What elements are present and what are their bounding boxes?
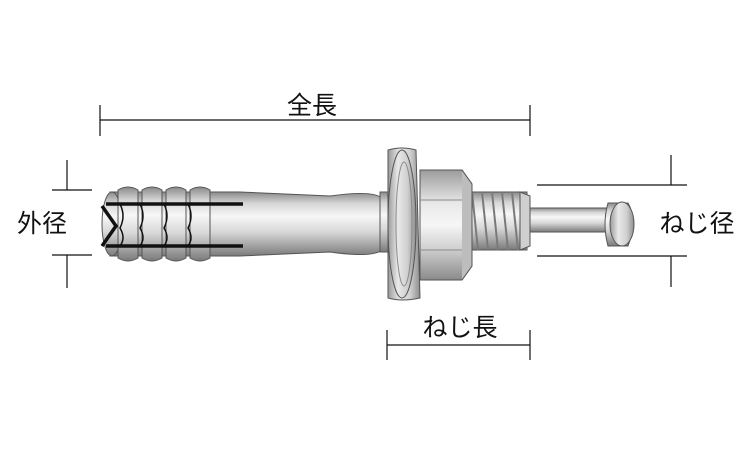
thread-diameter-dimension [537,155,687,287]
sleeve [100,186,383,262]
overall-length-label: 全長 [287,91,337,120]
thread-length-label: ねじ長 [422,313,497,342]
outer-diameter-dimension [52,160,92,288]
outer-diameter-label: 外径 [17,209,67,238]
thread-length-dimension [386,330,531,360]
thread-diameter-label: ねじ径 [659,209,734,238]
overall-length-dimension [99,105,531,136]
pin [519,201,635,247]
anchor-bolt-illustration [100,147,635,301]
slot-cross [100,204,119,248]
washer [387,147,421,301]
hex-nut [419,169,473,281]
